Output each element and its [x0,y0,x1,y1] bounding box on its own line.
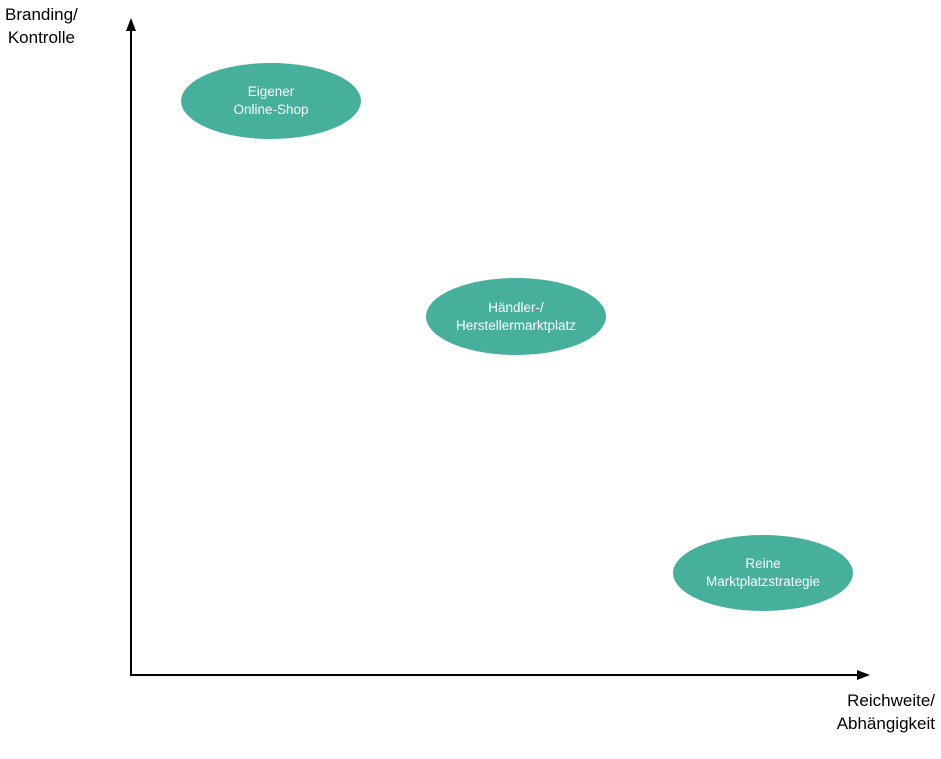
y-axis-label-line2: Kontrolle [7,28,75,47]
bubble-online-shop-line2: Online-Shop [233,102,309,117]
bubble-haendler-line2: Herstellermarktplatz [455,317,577,333]
x-axis-label-line1: Reichweite/ [847,691,935,710]
y-axis-arrow-icon [126,18,136,31]
bubble-online-shop-line1: Eigener [247,84,295,99]
bubble-haendler-line1: Händler-/ [488,299,544,315]
y-axis-label: Branding/ Kontrolle [5,3,78,49]
x-axis-arrow-icon [857,670,870,680]
bubble-reine-marktplatzstrategie: Reine Marktplatzstrategie [673,535,853,611]
x-axis-label: Reichweite/ Abhängigkeit [837,689,935,735]
bubble-haendler-herstellermarktplatz: Händler-/ Herstellermarktplatz [426,278,606,355]
x-axis-label-line2: Abhängigkeit [836,714,935,733]
bubble-online-shop: Eigener Online-Shop [181,63,361,139]
bubble-reine-line1: Reine [745,556,781,571]
y-axis-label-line1: Branding/ [5,5,78,24]
bubble-reine-line2: Marktplatzstrategie [705,574,821,589]
